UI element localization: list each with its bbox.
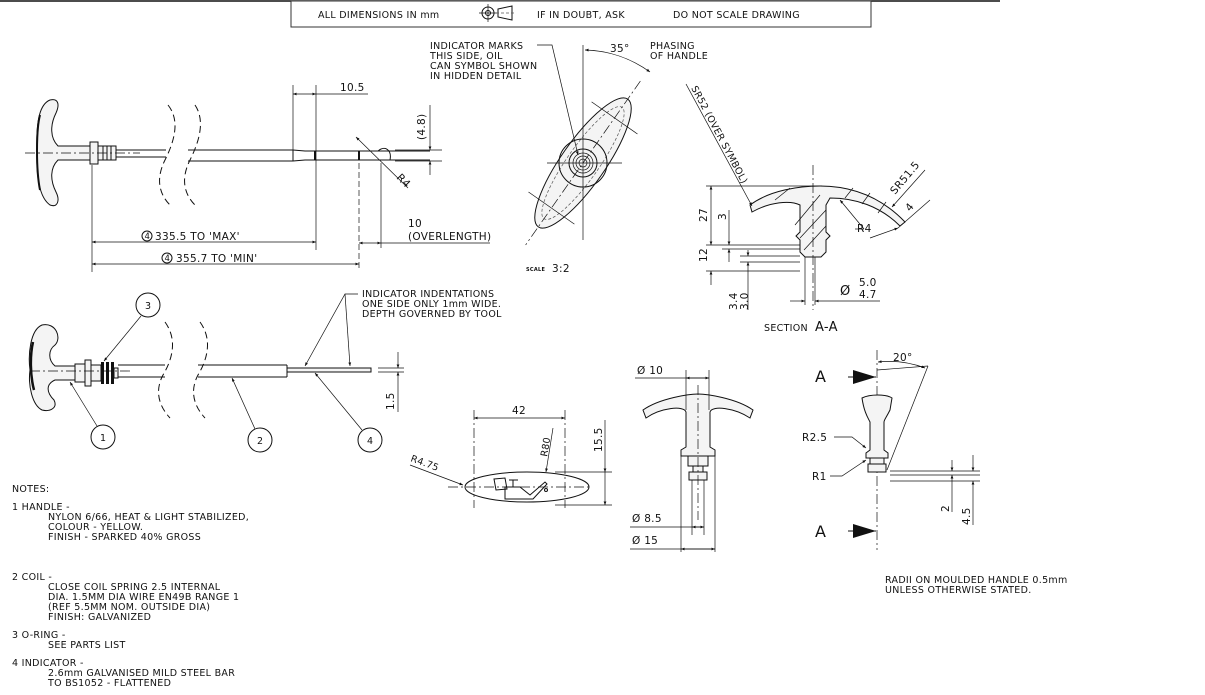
dim-4-section: 4 — [903, 201, 917, 214]
svg-text:1: 1 — [100, 433, 106, 444]
svg-text:RADII ON MOULDED HANDLE 0.5mm: RADII ON MOULDED HANDLE 0.5mm — [885, 575, 1068, 586]
svg-text:THIS SIDE, OIL: THIS SIDE, OIL — [429, 51, 503, 62]
angle-35: 35° — [610, 43, 630, 55]
note-4-head: 4 INDICATOR - — [12, 658, 84, 669]
dim-min: 355.7 TO 'MIN' — [176, 253, 257, 265]
balloon-4-min — [161, 252, 173, 264]
svg-text:(REF 5.5MM NOM. OUTSIDE DIA): (REF 5.5MM NOM. OUTSIDE DIA) — [48, 602, 210, 613]
section-title: SECTION — [764, 323, 808, 334]
dia-symbol: Ø — [840, 284, 851, 299]
svg-text:2: 2 — [257, 436, 263, 447]
dim-r80: R80 — [539, 436, 553, 457]
dim-overlength-label: (OVERLENGTH) — [408, 231, 491, 243]
section-id: A-A — [815, 320, 838, 335]
balloon-4 — [357, 427, 383, 453]
balloon-4-max — [141, 230, 153, 242]
notes-heading: NOTES: — [12, 484, 49, 495]
dipstick-assembly-view: 1.5 INDICATOR INDENTATIONS ONE SIDE ONLY… — [28, 289, 502, 453]
svg-text:IN HIDDEN DETAIL: IN HIDDEN DETAIL — [430, 71, 522, 82]
dim-3-4: 3.4 — [728, 292, 740, 310]
dims-unit-note: ALL DIMENSIONS IN mm — [318, 10, 439, 21]
dim-r1: R1 — [812, 471, 827, 483]
dim-3-0: 3.0 — [739, 292, 751, 310]
dim-4-5: 4.5 — [961, 507, 973, 525]
svg-text:INDICATOR MARKS: INDICATOR MARKS — [430, 41, 523, 52]
dim-42: 42 — [512, 405, 526, 417]
dia-8-5: Ø 8.5 — [632, 513, 662, 525]
dim-1-5: 1.5 — [385, 392, 397, 410]
balloon-3 — [135, 292, 161, 318]
dim-r4-side: R4 — [394, 172, 413, 191]
scale-label: SCALE — [526, 267, 546, 273]
svg-text:FINISH - SPARKED 40% GROSS: FINISH - SPARKED 40% GROSS — [48, 532, 201, 543]
indicator-marks-note: INDICATOR MARKS THIS SIDE, OIL CAN SYMBO… — [429, 41, 579, 156]
section-marker-a-bottom: A — [815, 522, 826, 541]
note-3-head: 3 O-RING - — [12, 630, 66, 641]
indentation-note: INDICATOR INDENTATIONS ONE SIDE ONLY 1mm… — [304, 289, 502, 367]
dipstick-side-view: 10.5 (4.8) R4 10 (OVERLENGTH) 4 335.5 TO… — [25, 82, 491, 272]
dia-10: Ø 10 — [637, 365, 663, 377]
svg-text:3: 3 — [145, 301, 151, 312]
svg-text:FINISH: GALVANIZED: FINISH: GALVANIZED — [48, 612, 151, 623]
handle-front-view: Ø 10 Ø 8.5 Ø 15 — [630, 365, 754, 552]
svg-text:CAN SYMBOL SHOWN: CAN SYMBOL SHOWN — [430, 61, 537, 72]
section-a-a: SR52 (OVER SYMBOL) SR51.5 4 27 3 12 3.4 … — [685, 83, 931, 335]
dim-2: 2 — [940, 505, 952, 512]
scale-value: 3:2 — [552, 263, 570, 275]
third-angle-projection-icon — [479, 4, 514, 22]
balloon-2 — [247, 427, 273, 453]
dim-r2-5: R2.5 — [802, 432, 827, 444]
phasing-line-1: PHASING — [650, 41, 695, 52]
oil-can-symbol-view: 42 R80 R4.75 15.5 — [409, 405, 612, 508]
svg-text:4: 4 — [165, 254, 171, 264]
dim-10-5: 10.5 — [340, 82, 365, 94]
svg-text:ONE SIDE ONLY 1mm WIDE.: ONE SIDE ONLY 1mm WIDE. — [362, 299, 501, 310]
svg-text:DEPTH GOVERNED BY TOOL: DEPTH GOVERNED BY TOOL — [362, 309, 502, 320]
dim-max: 335.5 TO 'MAX' — [155, 231, 240, 243]
handle-side-view: 20° A A R2.5 R1 2 4.5 — [802, 350, 980, 550]
svg-text:4: 4 — [145, 232, 151, 242]
note-2-head: 2 COIL - — [12, 572, 52, 583]
svg-text:NYLON 6/66, HEAT & LIGHT STABI: NYLON 6/66, HEAT & LIGHT STABILIZED, — [48, 512, 249, 523]
angle-20: 20° — [893, 352, 913, 364]
dim-3: 3 — [717, 213, 729, 220]
svg-text:2.6mm GALVANISED MILD STEEL BA: 2.6mm GALVANISED MILD STEEL BAR — [48, 668, 235, 679]
notes-block: NOTES: 1 HANDLE - NYLON 6/66, HEAT & LIG… — [12, 484, 249, 689]
svg-text:CLOSE COIL SPRING 2.5 INTERNAL: CLOSE COIL SPRING 2.5 INTERNAL — [48, 582, 221, 593]
dim-4-8: (4.8) — [416, 114, 428, 140]
radii-note: RADII ON MOULDED HANDLE 0.5mm UNLESS OTH… — [885, 575, 1068, 596]
note-1-head: 1 HANDLE - — [12, 502, 70, 513]
dim-sr52: SR52 (OVER SYMBOL) — [688, 84, 749, 186]
handle-shape — [36, 99, 93, 207]
dia-15: Ø 15 — [632, 535, 658, 547]
svg-text:INDICATOR INDENTATIONS: INDICATOR INDENTATIONS — [362, 289, 494, 300]
svg-text:SEE PARTS LIST: SEE PARTS LIST — [48, 640, 126, 651]
svg-text:TO BS1052 - FLATTENED: TO BS1052 - FLATTENED — [47, 678, 171, 689]
dim-overlength-value: 10 — [408, 218, 422, 230]
dim-15-5: 15.5 — [593, 427, 605, 452]
dim-12: 12 — [698, 248, 710, 262]
handle-end-view: 35° INDICATOR MARKS THIS SIDE, OIL CAN S… — [429, 41, 708, 275]
no-scale-note: DO NOT SCALE DRAWING — [673, 10, 800, 21]
svg-text:UNLESS OTHERWISE STATED.: UNLESS OTHERWISE STATED. — [885, 585, 1032, 596]
section-marker-a-top: A — [815, 367, 826, 386]
svg-text:4: 4 — [367, 436, 373, 447]
title-block: ALL DIMENSIONS IN mm IF IN DOUBT, ASK DO… — [0, 0, 1000, 28]
dim-sr51-5: SR51.5 — [888, 159, 922, 197]
dim-r4-section: R4 — [857, 223, 872, 235]
dia-4-7: 4.7 — [859, 289, 877, 301]
dim-27: 27 — [698, 208, 710, 222]
doubt-note: IF IN DOUBT, ASK — [537, 10, 625, 21]
oil-can-icon — [493, 477, 548, 500]
balloon-1 — [90, 424, 116, 450]
svg-text:COLOUR - YELLOW.: COLOUR - YELLOW. — [48, 522, 143, 533]
dia-5-0: 5.0 — [859, 277, 877, 289]
phasing-line-2: OF HANDLE — [650, 51, 708, 62]
svg-text:DIA. 1.5MM DIA WIRE EN49B RANG: DIA. 1.5MM DIA WIRE EN49B RANGE 1 — [48, 592, 239, 603]
